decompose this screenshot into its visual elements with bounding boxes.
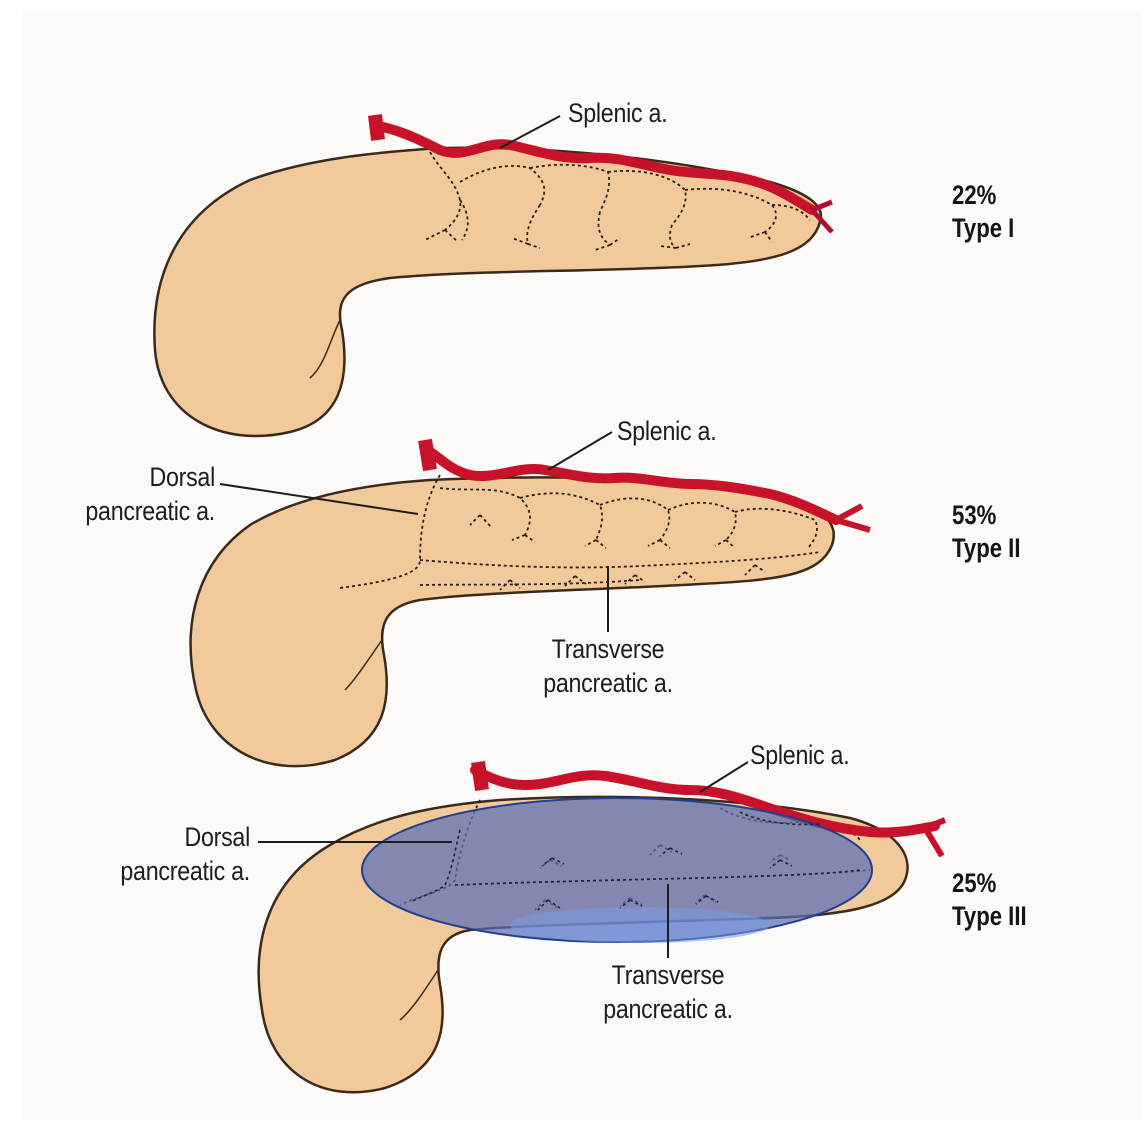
- type-label-type-2: Type II: [952, 533, 1020, 564]
- pancreas-type-3: [258, 762, 945, 1092]
- percent-type-1: 22%: [952, 180, 996, 211]
- label-dorsal-line2-type-3: pancreatic a.: [117, 856, 250, 886]
- label-splenic-type-1: Splenic a.: [568, 98, 667, 128]
- pancreas-body-type-2: [191, 477, 834, 766]
- cropped-footer-text: ... ... ...: [792, 1104, 893, 1124]
- label-transverse-line1-type-2: Transverse: [522, 634, 694, 664]
- type-label-type-3: Type III: [952, 901, 1027, 932]
- leader-splenic-type-3: [700, 762, 748, 792]
- label-transverse-line2-type-2: pancreatic a.: [522, 668, 694, 698]
- pancreas-body-type-1: [154, 148, 821, 436]
- leader-splenic-type-2: [548, 432, 612, 470]
- label-dorsal-line1-type-3: Dorsal: [117, 822, 250, 852]
- label-dorsal-line1-type-2: Dorsal: [82, 462, 215, 492]
- label-splenic-type-3: Splenic a.: [750, 740, 849, 770]
- percent-type-2: 53%: [952, 500, 996, 531]
- leader-splenic-type-1: [500, 116, 560, 148]
- label-transverse-line1-type-3: Transverse: [582, 960, 754, 990]
- pancreas-type-2: [191, 432, 870, 766]
- pancreas-type-1: [154, 115, 832, 436]
- percent-type-3: 25%: [952, 868, 996, 899]
- label-transverse-line2-type-3: pancreatic a.: [582, 994, 754, 1024]
- label-splenic-type-2: Splenic a.: [617, 416, 716, 446]
- label-dorsal-line2-type-2: pancreatic a.: [82, 496, 215, 526]
- type-label-type-1: Type I: [952, 213, 1014, 244]
